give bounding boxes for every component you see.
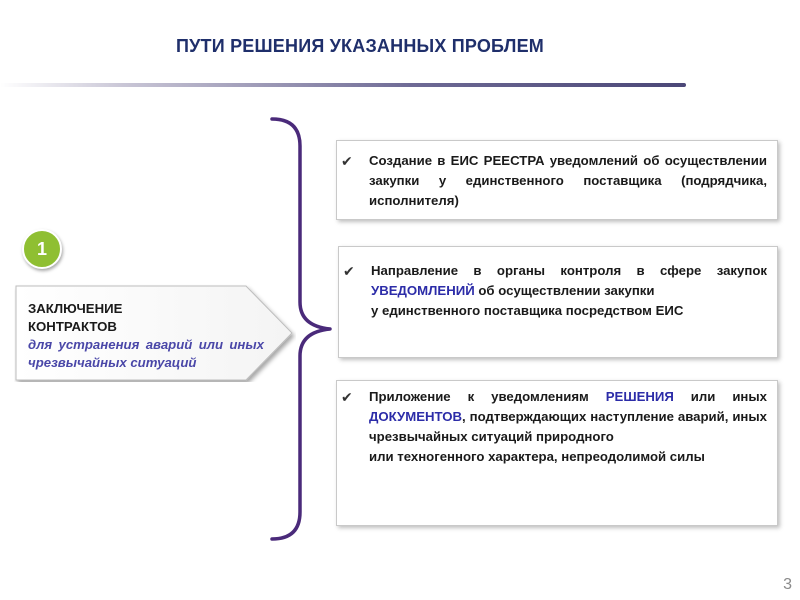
pentagon-arrow-shape — [15, 285, 293, 381]
highlight-notifications: УВЕДОМЛЕНИЙ — [371, 283, 475, 298]
pentagon-arrow-box — [14, 284, 296, 382]
card-2-text-part: об осуществлении закупки — [474, 283, 655, 298]
right-curly-brace — [270, 117, 332, 541]
page-number: 3 — [783, 576, 792, 593]
solution-card-1: ✔ Создание в ЕИС РЕЕСТРА уведомлений об … — [336, 140, 778, 220]
title-underline — [0, 83, 686, 87]
card-2-text-part: у единственного поставщика посредством Е… — [371, 303, 684, 318]
solution-card-1-text: Создание в ЕИС РЕЕСТРА уведомлений об ос… — [369, 153, 767, 208]
card-3-text-part: или техногенного характера, непреодолимо… — [369, 449, 705, 464]
solution-card-2-text: Направление в органы контроля в сфере за… — [371, 261, 767, 321]
checkmark-icon: ✔ — [341, 389, 353, 405]
number-badge: 1 — [22, 229, 62, 269]
card-3-text-part: Приложение к уведомлениям — [369, 389, 606, 404]
solution-card-3: ✔ Приложение к уведомлениям РЕШЕНИЯ или … — [336, 380, 778, 526]
contracts-label: ЗАКЛЮЧЕНИЕ КОНТРАКТОВ для устранения ава… — [28, 300, 264, 372]
highlight-documents: ДОКУМЕНТОВ — [369, 409, 463, 424]
contracts-label-line1: ЗАКЛЮЧЕНИЕ — [28, 301, 123, 316]
contracts-label-subtitle: для устранения аварий или иных чрезвычай… — [28, 337, 264, 370]
card-2-text-part: Направление в органы контроля в сфере за… — [371, 263, 767, 278]
checkmark-icon: ✔ — [341, 153, 353, 169]
solution-card-3-text: Приложение к уведомлениям РЕШЕНИЯ или ин… — [369, 387, 767, 467]
checkmark-icon: ✔ — [343, 263, 355, 279]
contracts-label-line2: КОНТРАКТОВ — [28, 319, 117, 334]
card-3-text-part: , подтверждающих наступление аварий, ины… — [369, 409, 767, 444]
card-3-text-part: или иных — [673, 389, 767, 404]
slide-title: ПУТИ РЕШЕНИЯ УКАЗАННЫХ ПРОБЛЕМ — [176, 36, 544, 56]
highlight-decisions: РЕШЕНИЯ — [605, 389, 674, 404]
solution-card-2: ✔ Направление в органы контроля в сфере … — [338, 246, 778, 358]
